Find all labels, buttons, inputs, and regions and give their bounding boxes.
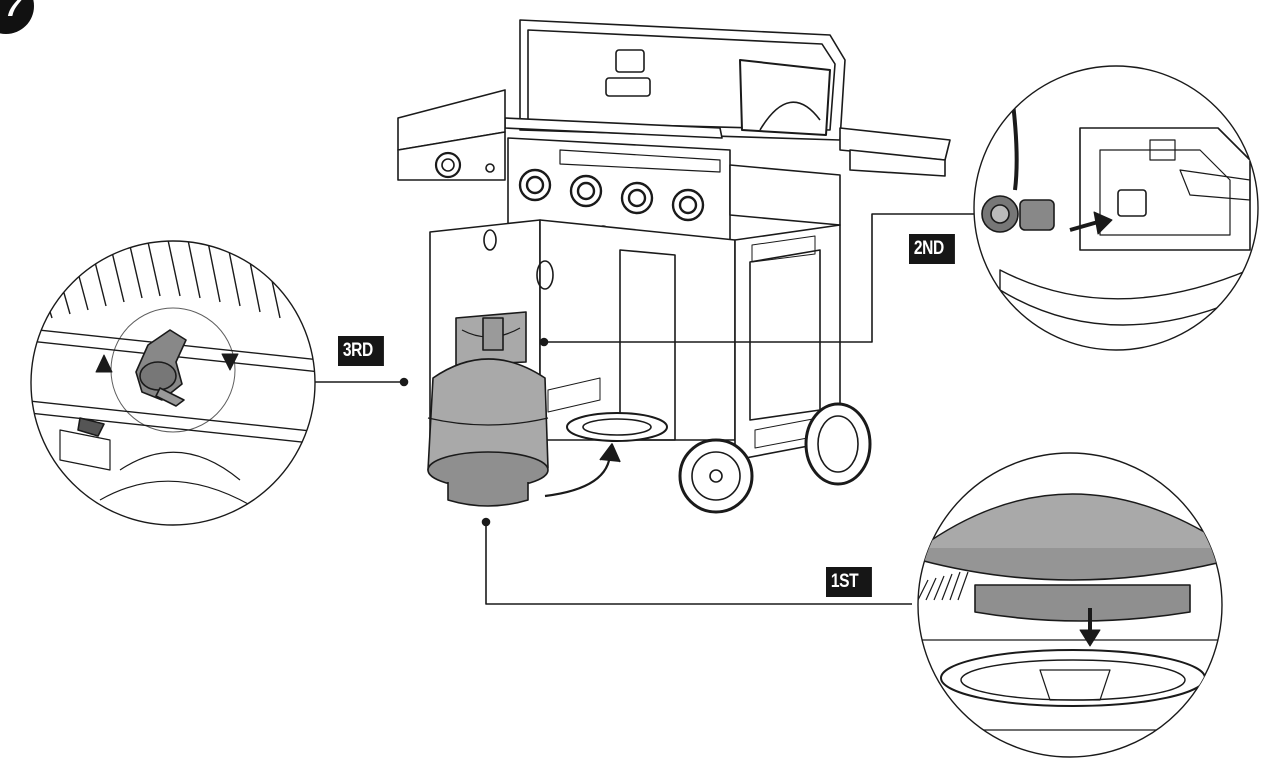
rotate-arrow-icon <box>95 353 239 373</box>
grill-illustration <box>397 19 951 514</box>
detail-circle-valve <box>30 240 316 526</box>
propane-tank-icon <box>427 311 549 507</box>
step-number-badge: 7 <box>0 0 34 34</box>
detail-circle-tank-seat <box>917 452 1223 758</box>
step-label-first: 1ST <box>826 567 872 597</box>
tank-valve-icon <box>135 329 187 407</box>
direction-arrow-icon <box>1079 608 1101 647</box>
detail-circle-hose <box>973 65 1259 351</box>
step-label-second: 2ND <box>909 234 955 264</box>
callout-lines <box>314 213 976 605</box>
step-label-third: 3RD <box>338 336 384 366</box>
hose-connector-icon <box>981 195 1055 233</box>
direction-arrow-icon <box>1069 211 1113 235</box>
